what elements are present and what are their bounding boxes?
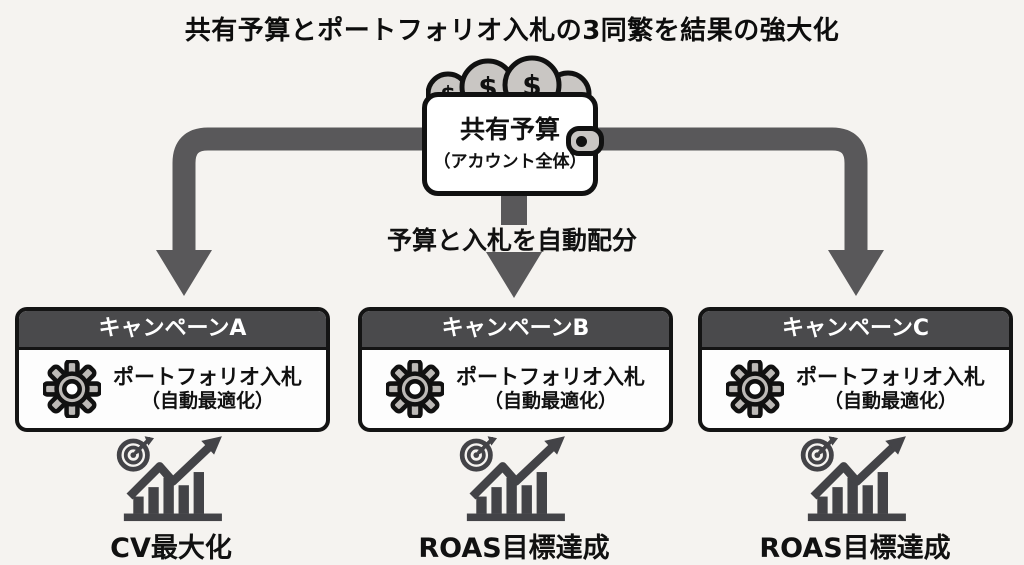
- target-icon: [800, 436, 839, 472]
- bidding-note: （自動最適化）: [140, 390, 274, 413]
- outcome-group-c: ROAS目標達成: [759, 436, 951, 565]
- bidding-text: ポートフォリオ入札 （自動最適化）: [113, 365, 302, 413]
- gear-icon: [43, 360, 101, 418]
- left-arrowhead-icon: [156, 250, 212, 296]
- campaign-card-b: キャンペーンB ポートフォリオ入札 （自動最適化）: [358, 307, 673, 432]
- campaign-c-body: ポートフォリオ入札 （自動最適化）: [702, 350, 1009, 428]
- right-branch-arrow-line: [560, 127, 868, 252]
- growth-chart-target-icon: [116, 436, 222, 522]
- campaign-card-a: キャンペーンA ポートフォリオ入札 （自動最適化）: [15, 307, 330, 432]
- middle-arrowhead-icon: [486, 252, 542, 298]
- gear-icon: [386, 360, 444, 418]
- wallet-sublabel: （アカウント全体）: [433, 151, 587, 172]
- bidding-note: （自動最適化）: [823, 390, 957, 413]
- growth-chart-target-icon: [459, 436, 565, 522]
- left-branch-arrow-line: [172, 127, 470, 252]
- campaign-a-header: キャンペーンA: [19, 311, 326, 350]
- bidding-text: ポートフォリオ入札 （自動最適化）: [796, 365, 985, 413]
- outcome-group-b: ROAS目標達成: [418, 436, 610, 565]
- bidding-label: ポートフォリオ入札: [113, 365, 302, 389]
- outcome-label: CV最大化: [110, 533, 232, 564]
- bidding-text: ポートフォリオ入札 （自動最適化）: [456, 365, 645, 413]
- campaign-b-header: キャンペーンB: [362, 311, 669, 350]
- bidding-label: ポートフォリオ入札: [456, 365, 645, 389]
- wallet-label: 共有予算: [459, 115, 560, 145]
- diagram-title: 共有予算とポートフォリオ入札の3同繁を結果の強大化: [184, 16, 840, 46]
- target-icon: [116, 436, 155, 472]
- outcome-label: ROAS目標達成: [759, 533, 951, 564]
- distribution-label: 予算と入札を自動配分: [386, 226, 637, 255]
- campaign-b-body: ポートフォリオ入札 （自動最適化）: [362, 350, 669, 428]
- clasp-button-dot: [576, 135, 587, 147]
- outcome-group-a: CV最大化: [76, 436, 266, 565]
- target-icon: [459, 436, 498, 472]
- campaign-c-header: キャンペーンC: [702, 311, 1009, 350]
- campaign-a-body: ポートフォリオ入札 （自動最適化）: [19, 350, 326, 428]
- campaign-card-c: キャンペーンC ポートフォリオ入札 （自動最適化）: [698, 307, 1013, 432]
- gear-icon: [726, 360, 784, 418]
- right-arrowhead-icon: [828, 250, 884, 296]
- bidding-note: （自動最適化）: [483, 390, 617, 413]
- growth-chart-target-icon: [800, 436, 906, 522]
- outcome-label: ROAS目標達成: [418, 533, 610, 564]
- wallet-clasp-icon: [566, 126, 604, 156]
- bidding-label: ポートフォリオ入札: [796, 365, 985, 389]
